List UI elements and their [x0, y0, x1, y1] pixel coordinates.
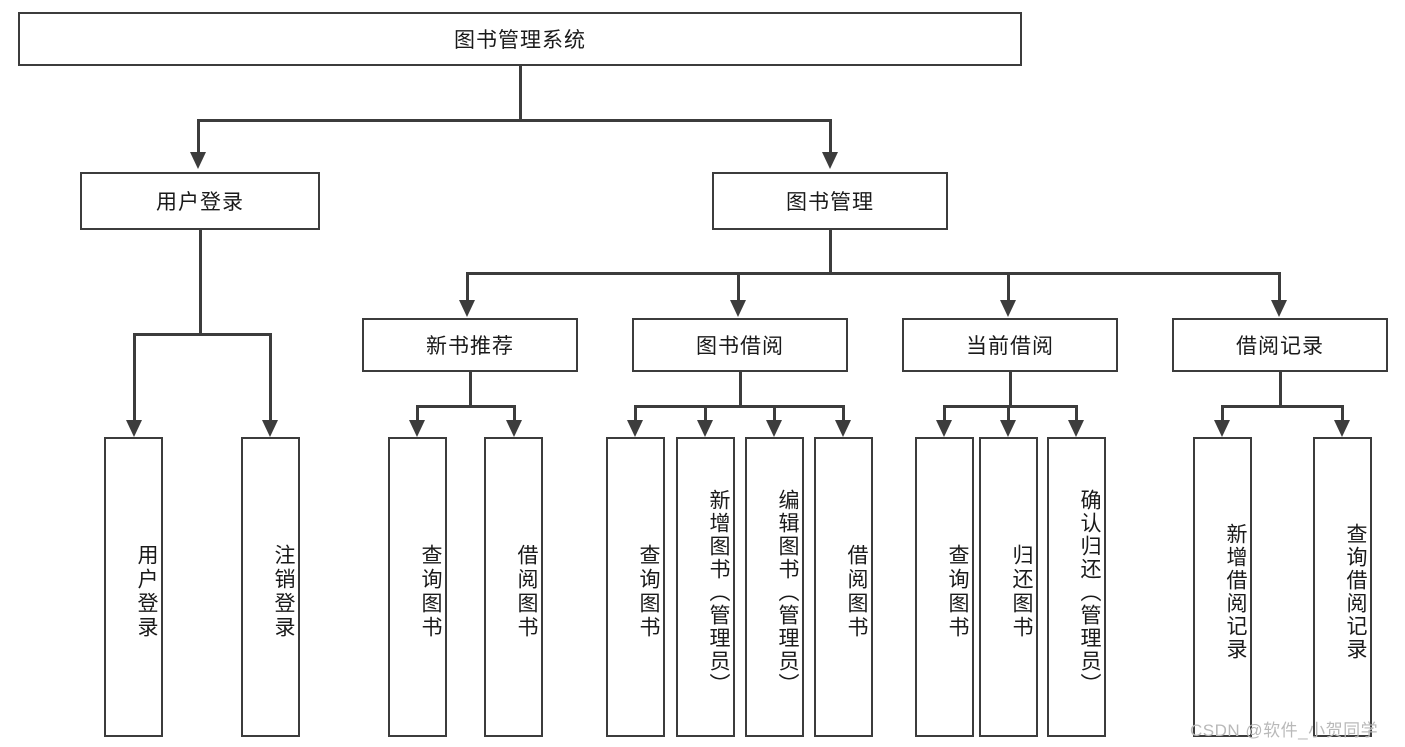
edge-borrow-record-to-leaf-2: [1341, 405, 1344, 420]
arrow-current-borrow-to-leaf-1: [936, 420, 952, 437]
leaf-current-borrow-confirm-return[interactable]: 确认归还（管理员）: [1047, 437, 1106, 737]
node-current-borrow[interactable]: 当前借阅: [902, 318, 1118, 372]
arrow-user-login-to-leaf-2: [262, 420, 278, 437]
leaf-new-book-borrow[interactable]: 借阅图书: [484, 437, 543, 737]
edge-current-borrow-bus: [943, 405, 1078, 408]
edge-new-book-bus: [416, 405, 516, 408]
arrow-borrow-record-to-leaf-1: [1214, 420, 1230, 437]
edge-borrow-record-stem: [1279, 372, 1282, 405]
edge-current-borrow-stem: [1009, 372, 1012, 405]
arrow-book-manage-to-new-book: [459, 300, 475, 317]
arrow-book-borrow-to-leaf-3: [766, 420, 782, 437]
edge-book-borrow-to-leaf-1: [634, 405, 637, 420]
leaf-book-borrow-query[interactable]: 查询图书: [606, 437, 665, 737]
leaf-book-borrow-borrow[interactable]: 借阅图书: [814, 437, 873, 737]
leaf-user-login-logout[interactable]: 注销登录: [241, 437, 300, 737]
leaf-current-borrow-query[interactable]: 查询图书: [915, 437, 974, 737]
node-new-book-recommend[interactable]: 新书推荐: [362, 318, 578, 372]
edge-current-borrow-to-leaf-2: [1007, 405, 1010, 420]
edge-borrow-record-to-leaf-1: [1221, 405, 1224, 420]
edge-root-bus: [197, 119, 831, 122]
edge-current-borrow-to-leaf-1: [943, 405, 946, 420]
edge-book-manage-stem: [829, 230, 832, 272]
edge-root-to-user-login: [197, 119, 200, 152]
csdn-watermark: CSDN @软件_小贺同学: [1190, 721, 1379, 740]
node-borrow-record[interactable]: 借阅记录: [1172, 318, 1388, 372]
edge-new-book-to-leaf-1: [416, 405, 419, 420]
edge-book-manage-to-new-book: [466, 272, 469, 300]
edge-user-login-to-leaf-1: [133, 333, 136, 420]
edge-book-manage-to-borrow: [737, 272, 740, 300]
edge-current-borrow-to-leaf-3: [1075, 405, 1078, 420]
leaf-book-borrow-add[interactable]: 新增图书（管理员）: [676, 437, 735, 737]
edge-book-borrow-bus: [634, 405, 845, 408]
arrow-root-to-user-login: [190, 152, 206, 169]
leaf-borrow-record-add[interactable]: 新增借阅记录: [1193, 437, 1252, 737]
edge-book-borrow-stem: [739, 372, 742, 405]
edge-new-book-to-leaf-2: [513, 405, 516, 420]
node-book-borrow[interactable]: 图书借阅: [632, 318, 848, 372]
arrow-book-borrow-to-leaf-1: [627, 420, 643, 437]
arrow-book-borrow-to-leaf-4: [835, 420, 851, 437]
edge-book-borrow-to-leaf-3: [773, 405, 776, 420]
edge-new-book-stem: [469, 372, 472, 405]
arrow-book-borrow-to-leaf-2: [697, 420, 713, 437]
edge-book-borrow-to-leaf-4: [842, 405, 845, 420]
arrow-new-book-to-leaf-1: [409, 420, 425, 437]
edge-root-stem: [519, 66, 522, 119]
leaf-user-login-login[interactable]: 用户登录: [104, 437, 163, 737]
node-book-management[interactable]: 图书管理: [712, 172, 948, 230]
arrow-book-manage-to-current: [1000, 300, 1016, 317]
arrow-root-to-book-manage: [822, 152, 838, 169]
edge-user-login-bus: [133, 333, 271, 336]
arrow-borrow-record-to-leaf-2: [1334, 420, 1350, 437]
leaf-borrow-record-query[interactable]: 查询借阅记录: [1313, 437, 1372, 737]
arrow-book-manage-to-borrow: [730, 300, 746, 317]
edge-user-login-stem: [199, 230, 202, 333]
arrow-current-borrow-to-leaf-2: [1000, 420, 1016, 437]
edge-book-borrow-to-leaf-2: [704, 405, 707, 420]
leaf-new-book-query[interactable]: 查询图书: [388, 437, 447, 737]
arrow-current-borrow-to-leaf-3: [1068, 420, 1084, 437]
node-user-login[interactable]: 用户登录: [80, 172, 320, 230]
arrow-book-manage-to-record: [1271, 300, 1287, 317]
edge-book-manage-bus: [466, 272, 1278, 275]
arrow-new-book-to-leaf-2: [506, 420, 522, 437]
leaf-book-borrow-edit[interactable]: 编辑图书（管理员）: [745, 437, 804, 737]
node-root-system[interactable]: 图书管理系统: [18, 12, 1022, 66]
edge-book-manage-to-current: [1007, 272, 1010, 300]
edge-root-to-book-manage: [829, 119, 832, 152]
edge-user-login-to-leaf-2: [269, 333, 272, 420]
edge-book-manage-to-record: [1278, 272, 1281, 300]
edge-borrow-record-bus: [1221, 405, 1344, 408]
arrow-user-login-to-leaf-1: [126, 420, 142, 437]
leaf-current-borrow-return[interactable]: 归还图书: [979, 437, 1038, 737]
